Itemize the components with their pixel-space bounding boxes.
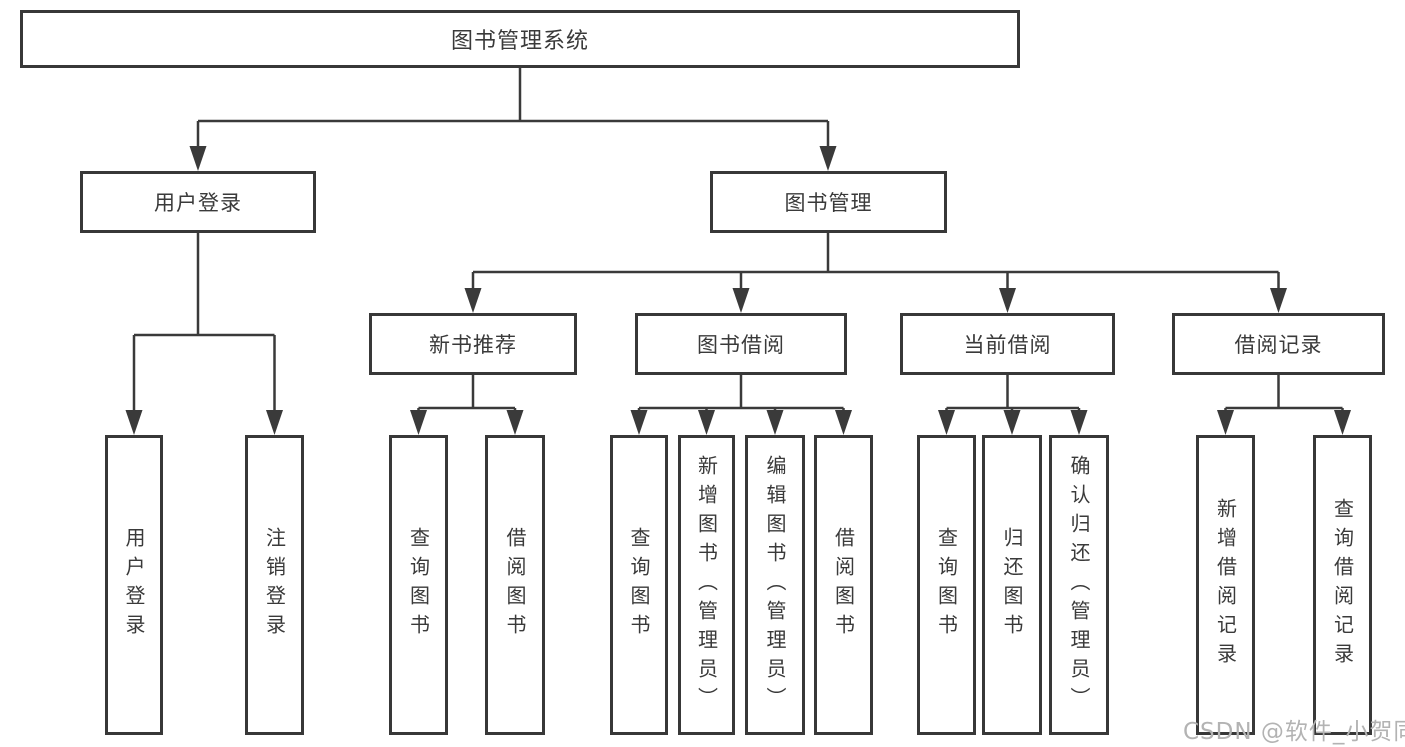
arrowhead-icon xyxy=(698,410,715,435)
arrowhead-icon xyxy=(266,410,283,435)
leaf-edit-books-admin: 编辑图书（管理员） xyxy=(745,435,805,735)
leaf-label: 用户登录 xyxy=(122,527,146,643)
watermark-text: CSDN @软件_小贺同学 xyxy=(1183,719,1405,745)
leaf-label: 查询图书 xyxy=(627,527,651,643)
arrowhead-icon xyxy=(938,410,955,435)
leaf-label: 借阅图书 xyxy=(503,527,527,643)
leaf-query-books: 查询图书 xyxy=(610,435,668,735)
leaf-label: 确认归还（管理员） xyxy=(1067,454,1091,716)
leaf-label: 查询图书 xyxy=(406,527,431,643)
leaf-label: 编辑图书（管理员） xyxy=(763,454,787,716)
connector-bookborrow-to-leaves xyxy=(637,375,845,414)
arrowhead-icon xyxy=(835,410,852,435)
connector-userlogin-to-leaves xyxy=(132,233,276,414)
connector-root-to-level2 xyxy=(196,68,830,150)
leaf-label: 查询借阅记录 xyxy=(1330,498,1355,672)
leaf-borrow-books: 借阅图书 xyxy=(814,435,873,735)
node-new-book-recommendation: 新书推荐 xyxy=(369,313,577,375)
leaf-label: 注销登录 xyxy=(262,527,287,643)
leaf-label: 借阅图书 xyxy=(831,527,856,643)
leaf-logout: 注销登录 xyxy=(245,435,304,735)
leaf-label: 新增借阅记录 xyxy=(1213,498,1238,672)
leaf-label: 归还图书 xyxy=(1000,527,1024,643)
connector-records-to-leaves xyxy=(1224,375,1344,414)
arrowhead-icon xyxy=(125,410,143,435)
arrowhead-icon xyxy=(1334,410,1351,435)
leaf-add-borrow-record: 新增借阅记录 xyxy=(1196,435,1255,735)
arrowhead-icon xyxy=(1070,410,1088,435)
arrowhead-icon xyxy=(1003,410,1021,435)
leaf-borrow-books: 借阅图书 xyxy=(485,435,545,735)
leaf-return-books: 归还图书 xyxy=(982,435,1042,735)
arrowhead-icon xyxy=(766,410,784,435)
arrowhead-icon xyxy=(819,146,837,171)
connector-newbook-to-leaves xyxy=(417,375,517,414)
arrowhead-icon xyxy=(506,410,524,435)
leaf-label: 查询图书 xyxy=(934,527,959,643)
arrowhead-icon xyxy=(999,288,1016,313)
node-current-borrowing: 当前借阅 xyxy=(900,313,1115,375)
leaf-query-books: 查询图书 xyxy=(389,435,448,735)
leaf-query-books: 查询图书 xyxy=(917,435,976,735)
arrowhead-icon xyxy=(464,288,482,313)
connector-currentborrow-to-leaves xyxy=(945,375,1081,414)
connector-bookmgmt-to-level3 xyxy=(471,233,1280,292)
node-borrowing-records: 借阅记录 xyxy=(1172,313,1385,375)
node-library-management-system: 图书管理系统 xyxy=(20,10,1020,68)
leaf-confirm-return-admin: 确认归还（管理员） xyxy=(1049,435,1109,735)
node-book-borrowing: 图书借阅 xyxy=(635,313,847,375)
arrowhead-icon xyxy=(630,410,648,435)
leaf-add-books-admin: 新增图书（管理员） xyxy=(678,435,735,735)
arrowhead-icon xyxy=(1270,288,1287,313)
leaf-user-login: 用户登录 xyxy=(105,435,163,735)
arrowhead-icon xyxy=(410,410,427,435)
leaf-label: 新增图书（管理员） xyxy=(694,454,719,716)
leaf-query-borrow-record: 查询借阅记录 xyxy=(1313,435,1372,735)
node-book-management: 图书管理 xyxy=(710,171,947,233)
arrowhead-icon xyxy=(732,288,750,313)
arrowhead-icon xyxy=(189,146,207,171)
arrowhead-icon xyxy=(1217,410,1234,435)
node-user-login: 用户登录 xyxy=(80,171,316,233)
